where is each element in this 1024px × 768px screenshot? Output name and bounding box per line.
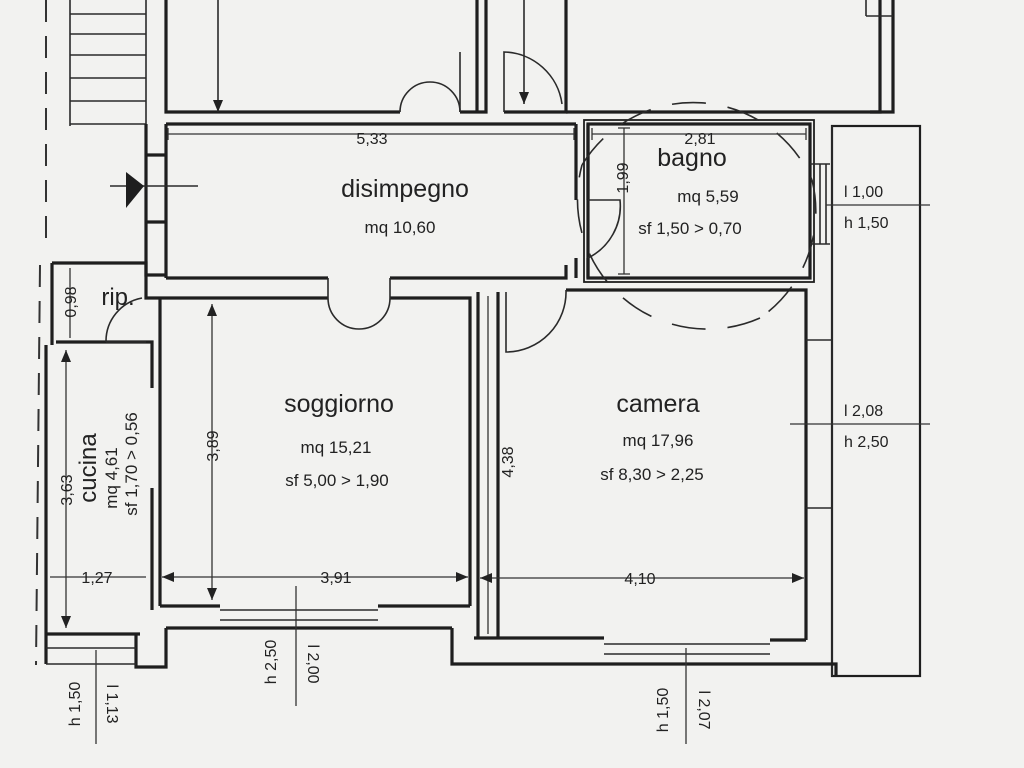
room-labels: disimpegno mq 10,60 bagno mq 5,59 sf 1,5… <box>75 144 742 516</box>
kitchen-walls <box>44 345 168 669</box>
cucina-opening-height: h 1,50 <box>67 682 84 727</box>
dim-camera-height: 4,38 <box>500 446 517 477</box>
bagno-window: sf 1,50 > 0,70 <box>638 219 742 238</box>
dim-disimpegno-width: 5,33 <box>356 131 387 148</box>
cucina-area: mq 4,61 <box>102 447 121 508</box>
cucina-opening-width: l 1,13 <box>103 684 120 723</box>
dim-soggiorno-width: 3,91 <box>320 570 351 587</box>
camera-side-opening-width: l 2,08 <box>844 403 883 420</box>
dim-bagno-height: 1,99 <box>615 162 632 193</box>
ripostiglio-name: rip. <box>101 284 134 311</box>
staircase <box>69 0 147 126</box>
soggiorno-opening-height: h 2,50 <box>263 640 280 685</box>
bedroom-walls <box>474 288 832 655</box>
dim-rip-height: 0,98 <box>63 286 80 317</box>
soggiorno-window: sf 5,00 > 1,90 <box>285 471 389 490</box>
boundary-dashed-lines <box>35 0 47 666</box>
camera-side-opening-height: h 2,50 <box>844 434 889 451</box>
dimension-lines <box>50 127 930 744</box>
soggiorno-opening-width: l 2,00 <box>304 644 321 683</box>
dim-bagno-width: 2,81 <box>684 131 715 148</box>
dimension-labels: 5,33 2,81 1,99 0,98 3,89 4,38 3,63 1,27 … <box>59 131 716 588</box>
upper-rooms <box>164 0 895 114</box>
right-exterior-column <box>830 124 922 678</box>
disimpegno-area: mq 10,60 <box>365 218 436 237</box>
cucina-name: cucina <box>75 433 102 503</box>
camera-bottom-opening-width: l 2,07 <box>695 690 712 729</box>
dim-soggiorno-height: 3,89 <box>205 430 222 461</box>
bagno-name: bagno <box>657 144 727 172</box>
disimpegno-name: disimpegno <box>341 175 469 203</box>
camera-window: sf 8,30 > 2,25 <box>600 465 704 484</box>
dim-camera-width: 4,10 <box>624 571 655 588</box>
soggiorno-area: mq 15,21 <box>301 438 372 457</box>
bathroom-walls <box>576 101 830 330</box>
dim-cucina-height: 3,63 <box>59 474 76 505</box>
soggiorno-name: soggiorno <box>284 390 394 418</box>
living-room-walls <box>158 278 838 676</box>
camera-bottom-opening-height: h 1,50 <box>655 688 672 733</box>
opening-labels: l 1,00 h 1,50 l 2,08 h 2,50 l 2,00 h 2,5… <box>67 184 889 732</box>
bagno-area: mq 5,59 <box>677 187 738 206</box>
dim-cucina-width: 1,27 <box>81 570 112 587</box>
camera-name: camera <box>616 390 699 418</box>
camera-area: mq 17,96 <box>623 431 694 450</box>
bagno-opening-height: h 1,50 <box>844 215 889 232</box>
bagno-opening-width: l 1,00 <box>844 184 883 201</box>
cucina-window: sf 1,70 > 0,56 <box>122 412 141 516</box>
storage-walls <box>50 261 166 388</box>
